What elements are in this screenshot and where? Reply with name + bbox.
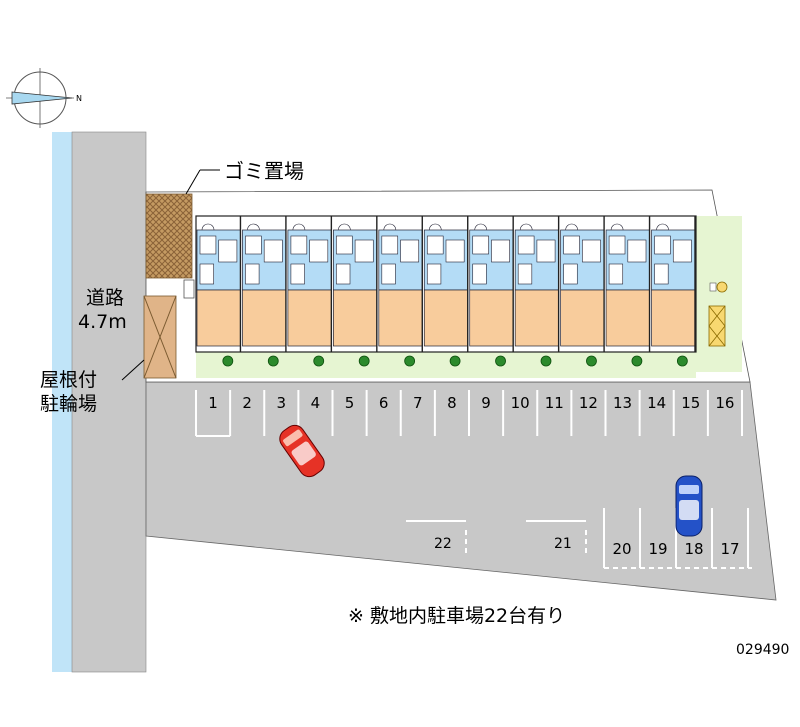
unit-7 xyxy=(469,216,514,367)
car-red xyxy=(279,424,325,478)
car-blue xyxy=(675,475,703,537)
green-strip-side xyxy=(696,216,742,372)
tree-icon xyxy=(676,355,688,367)
tree-icon xyxy=(449,355,461,367)
parking-number: 11 xyxy=(545,394,564,412)
green-strip xyxy=(196,348,696,378)
bike-label-1: 屋根付 xyxy=(40,369,97,391)
unit-4 xyxy=(333,216,378,367)
unit-2 xyxy=(242,216,287,367)
unit-11 xyxy=(651,216,696,367)
storage-icon xyxy=(708,305,726,347)
parking-number: 17 xyxy=(720,540,739,558)
tree-icon xyxy=(495,355,506,367)
parking-22-label: 22 xyxy=(434,536,452,552)
parking-number: 18 xyxy=(684,540,703,558)
parking-number: 4 xyxy=(311,394,321,412)
road-width-label: 4.7m xyxy=(78,311,127,333)
parking-number: 3 xyxy=(277,394,287,412)
property-code: 029490 xyxy=(736,642,789,658)
tree-icon xyxy=(540,355,552,367)
unit-9 xyxy=(560,216,605,367)
unit-3 xyxy=(287,216,333,367)
bike-parking-x2 xyxy=(143,295,177,379)
parking-number: 12 xyxy=(579,394,598,412)
tree-icon xyxy=(222,355,234,367)
mailbox-icon xyxy=(709,281,728,293)
tree-icon xyxy=(586,355,597,367)
unit-5 xyxy=(378,216,423,367)
unit-8 xyxy=(514,216,560,367)
garbage-label: ゴミ置場 xyxy=(224,159,304,183)
bike-label-2: 駐輪場 xyxy=(40,393,97,415)
tree-icon xyxy=(631,355,643,367)
parking-number: 2 xyxy=(242,394,252,412)
parking-number: 15 xyxy=(681,394,700,412)
tree-icon xyxy=(313,355,325,367)
bike-leader xyxy=(121,359,145,381)
road-name-label: 道路 xyxy=(86,287,124,309)
water-channel xyxy=(52,132,72,672)
parking-number: 10 xyxy=(511,394,530,412)
parking-number: 5 xyxy=(345,394,355,412)
parking-note: ※ 敷地内駐車場22台有り xyxy=(348,605,565,627)
parking-number: 1 xyxy=(208,394,218,412)
parking-number: 14 xyxy=(647,394,666,412)
garbage-leader xyxy=(185,169,201,195)
parking-number: 13 xyxy=(613,394,632,412)
compass-icon: N xyxy=(6,68,82,128)
building xyxy=(195,215,697,367)
unit-1 xyxy=(196,216,242,367)
tree-icon xyxy=(358,355,370,367)
parking-number: 9 xyxy=(481,394,491,412)
unit-10 xyxy=(605,216,651,367)
tree-icon xyxy=(404,355,416,367)
garbage-area xyxy=(145,193,193,279)
parking-number: 7 xyxy=(413,394,423,412)
parking-number: 8 xyxy=(447,394,457,412)
compass-n-label: N xyxy=(76,94,82,103)
unit-6 xyxy=(423,216,469,367)
tree-icon xyxy=(267,355,279,367)
parking-number: 19 xyxy=(648,540,667,558)
parking-number: 16 xyxy=(715,394,734,412)
parking-21-label: 21 xyxy=(554,536,572,552)
entry-box xyxy=(183,279,195,299)
parking-number: 20 xyxy=(612,540,631,558)
parking-number: 6 xyxy=(379,394,389,412)
